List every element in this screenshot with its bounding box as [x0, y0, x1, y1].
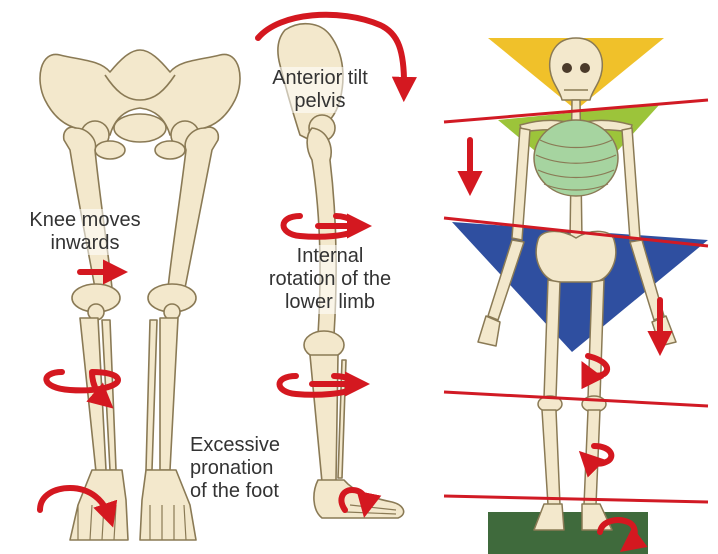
left-shin	[542, 410, 560, 505]
skeleton-pelvis	[536, 231, 616, 282]
left-humerus	[512, 128, 530, 240]
label-line: rotation of the	[250, 268, 410, 291]
left-skeleton-foot	[534, 504, 564, 530]
label-line: Excessive	[190, 434, 310, 457]
posture-line-knee	[444, 392, 708, 406]
posture-skeleton-panel	[444, 38, 708, 554]
right-tibia	[160, 318, 178, 470]
label-line: Knee moves	[10, 209, 160, 232]
label-internal-rotation: Internal rotation of the lower limb	[250, 245, 410, 314]
label-line: pronation	[190, 457, 310, 480]
label-anterior-tilt-pelvis: Anterior tilt pelvis	[255, 67, 385, 113]
left-hand	[478, 316, 500, 346]
label-line: Internal	[250, 245, 410, 268]
label-line: Anterior tilt	[255, 67, 385, 90]
label-line: lower limb	[250, 291, 410, 314]
right-humerus	[622, 128, 640, 240]
label-knee-moves-inwards: Knee moves inwards	[10, 209, 160, 255]
label-excessive-pronation: Excessive pronation of the foot	[190, 434, 310, 503]
left-foot	[70, 470, 128, 540]
right-foot	[140, 470, 196, 540]
label-line: inwards	[10, 232, 160, 255]
label-line: pelvis	[255, 90, 385, 113]
right-hand	[652, 316, 676, 346]
right-fibula	[146, 320, 157, 470]
label-line: of the foot	[190, 480, 310, 503]
posture-line-ankle	[444, 496, 708, 502]
